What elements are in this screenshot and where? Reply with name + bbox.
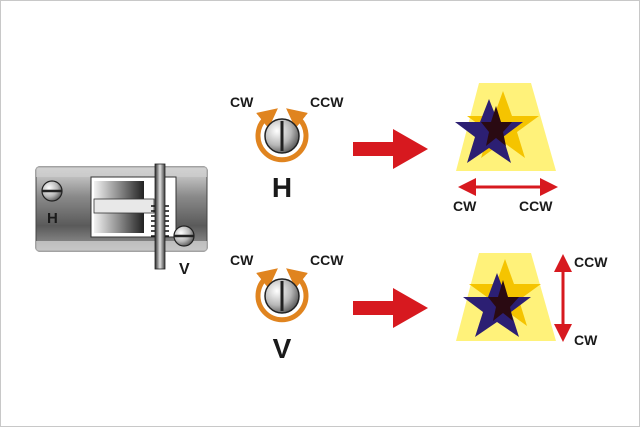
vertical-adjustment: CW CCW V CCW CW (230, 252, 608, 364)
h-result-ccw-label: CCW (519, 198, 553, 214)
h-red-arrow-icon (353, 129, 428, 169)
v-result-ccw-label: CCW (574, 254, 608, 270)
device-h-label: H (47, 210, 58, 227)
h-beam-star (455, 83, 556, 171)
v-cw-label: CW (230, 252, 254, 268)
v-screw-icon (173, 225, 195, 247)
h-cw-label: CW (230, 94, 254, 110)
h-knob-label: H (272, 172, 292, 203)
h-screw-icon (41, 180, 63, 202)
device-v-label: V (179, 261, 190, 278)
h-result-cw-label: CW (453, 198, 477, 214)
mirror-mount-device: H V (35, 163, 208, 278)
horizontal-adjustment: CW CCW H CW CCW (230, 83, 558, 214)
v-result-cw-label: CW (574, 332, 598, 348)
v-beam-star (456, 253, 556, 341)
v-red-arrow-icon (353, 288, 428, 328)
v-ccw-label: CCW (310, 252, 344, 268)
h-knob-icon (255, 108, 309, 163)
h-ccw-label: CCW (310, 94, 344, 110)
v-adjust-rod (154, 163, 166, 270)
v-knob-icon (255, 268, 309, 323)
v-knob-label: V (273, 333, 292, 364)
